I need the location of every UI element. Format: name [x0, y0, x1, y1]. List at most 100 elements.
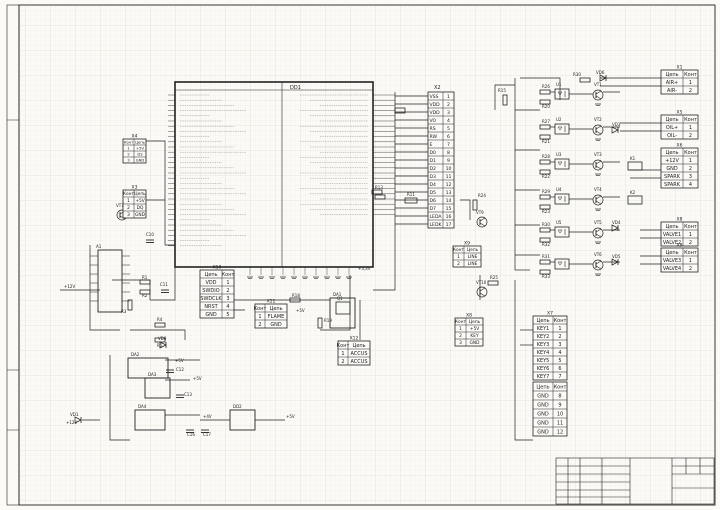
pin-name: LEDK — [430, 222, 443, 228]
pin-name: D0 — [430, 150, 437, 156]
pin-name: D7 — [430, 206, 437, 212]
table-frame — [660, 114, 699, 140]
pin-name: RS — [430, 126, 436, 132]
connector-ref: X9 — [464, 241, 470, 247]
table-cell: 1 — [127, 198, 130, 204]
component-ref: VD8 — [158, 336, 167, 341]
table-cell: NRST — [204, 304, 218, 310]
resistor-r25 — [487, 280, 499, 286]
optocoupler-u5 — [554, 226, 570, 238]
table-cell: 3 — [127, 212, 130, 218]
table-cell: 1 — [459, 326, 462, 332]
component-ref: R15 — [498, 88, 506, 93]
capacitor-c12 — [166, 369, 174, 373]
table-frame — [337, 340, 371, 366]
wire — [520, 77, 561, 100]
component-ref: K2 — [630, 190, 636, 195]
diode-vd8 — [159, 341, 167, 349]
table-cell: 1 — [689, 80, 692, 86]
component-ref: K1 — [630, 156, 636, 161]
grid — [20, 6, 714, 504]
table-header-cell: Цепь — [135, 140, 145, 144]
wire — [145, 140, 175, 246]
table-cell: 8 — [558, 393, 561, 399]
diode-vd5 — [611, 258, 619, 266]
connector-ref: X8 — [677, 217, 683, 223]
resistor-r23 — [539, 204, 551, 210]
ic-da4 — [134, 409, 166, 431]
resistor-r27 — [539, 124, 551, 130]
table-frame — [660, 69, 699, 95]
table-cell: GND — [537, 429, 549, 435]
connector-ref: X6 — [677, 143, 683, 149]
optocoupler-u1 — [554, 88, 570, 100]
resistor-r24 — [472, 199, 478, 211]
diode-vd6 — [599, 74, 607, 82]
optocoupler-u4 — [554, 193, 570, 205]
capacitor-c16 — [186, 429, 194, 433]
component-ref: VT6 — [594, 252, 602, 257]
table-cell: 4 — [226, 304, 229, 310]
capacitor-c17 — [201, 429, 209, 433]
table-cell: 2 — [127, 205, 130, 211]
led-icon — [557, 91, 563, 96]
resistor-r22 — [539, 169, 551, 175]
table-header-cell: Цепь — [665, 117, 678, 123]
table-header-cell: Цепь — [467, 247, 479, 253]
pin-number: 11 — [446, 174, 452, 180]
resistor-r28 — [539, 159, 551, 165]
table-header-cell: Цепь — [665, 250, 678, 256]
components — [74, 74, 643, 433]
pin-number: 10 — [446, 166, 452, 172]
component-ref: DA2 — [131, 352, 140, 357]
component-ref: R2 — [142, 293, 148, 298]
pin-number: 15 — [446, 206, 452, 212]
table-cell: VALVE2 — [663, 240, 681, 246]
table-cell: 9 — [558, 402, 561, 408]
relay-k2 — [627, 195, 643, 205]
component-ref: +3,3V — [358, 266, 371, 271]
wire — [150, 267, 176, 301]
table-header-cell: Конт — [124, 140, 134, 144]
component-ref: R27 — [542, 119, 550, 124]
led-icon — [557, 126, 563, 131]
resistor-r3 — [127, 299, 133, 311]
diode-vd1 — [74, 416, 82, 424]
table-cell: OIL- — [667, 133, 677, 139]
transistor-collector — [595, 160, 602, 165]
component-ref: R21 — [542, 139, 550, 144]
table-cell: KEY2 — [537, 334, 550, 340]
table-cell: 2 — [258, 322, 261, 328]
table-cell: 3 — [689, 174, 692, 180]
table-cell: 2 — [459, 333, 462, 339]
table-cell: AIR- — [667, 88, 677, 94]
transistor-emitter — [119, 215, 126, 220]
pin-number: 13 — [446, 190, 452, 196]
component-ref: VD4 — [612, 220, 621, 225]
component-ref: VD6 — [596, 70, 605, 75]
transistor-vt4 — [592, 194, 604, 206]
capacitor-c10 — [146, 239, 154, 243]
transistor-vt9 — [476, 216, 488, 228]
table-cell: ACCUS — [351, 359, 368, 365]
table-cell: VALVE4 — [663, 266, 681, 272]
table-cell: GND — [205, 312, 217, 318]
table-header-cell: Цепь — [469, 319, 481, 325]
table-cell: +12V — [665, 158, 679, 164]
table-cell: GND — [537, 393, 549, 399]
table-header-cell: Цепь — [665, 72, 678, 78]
resistor-r30 — [539, 227, 551, 233]
table-header-cell: Конт — [684, 250, 697, 256]
wire — [89, 245, 120, 331]
pin-name: D1 — [430, 158, 437, 164]
table-header-cell: Цепь — [269, 306, 282, 312]
optocoupler-u3 — [554, 158, 570, 170]
component-ref: R19 — [324, 318, 332, 323]
component-ref: R26 — [542, 84, 550, 89]
connector-ref: X8 — [466, 313, 472, 319]
